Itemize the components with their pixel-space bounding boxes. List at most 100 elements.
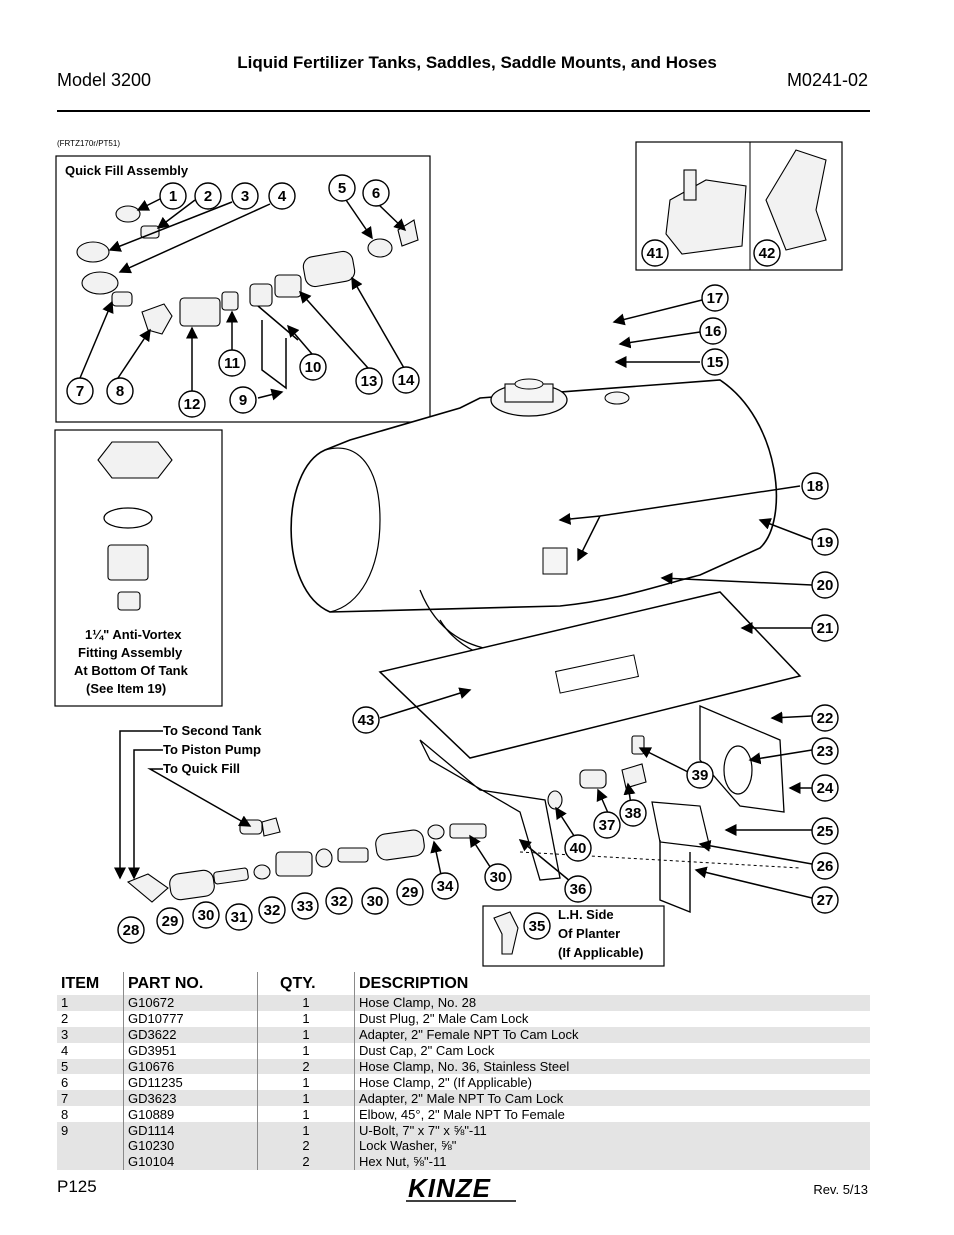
svg-text:29: 29 [402, 884, 419, 901]
saddle-mount-part [665, 179, 747, 255]
table-header-row: ITEM PART NO. QTY. DESCRIPTION [57, 972, 870, 995]
hose-label-second-tank: To Second Tank [163, 723, 262, 738]
callout-20: 20 [811, 571, 839, 599]
svg-text:25: 25 [817, 823, 834, 840]
svg-text:27: 27 [817, 892, 834, 909]
callout-10: 10 [299, 353, 327, 381]
callout-43: 43 [352, 706, 380, 734]
page-number: P125 [57, 1177, 97, 1196]
lh-side-line3: (If Applicable) [558, 945, 643, 960]
header-qty: QTY. [257, 972, 355, 995]
callout-38: 38 [619, 799, 647, 827]
document-number: M0241-02 [786, 70, 868, 90]
callout-9: 9 [229, 386, 257, 414]
header-rule [57, 110, 870, 112]
svg-text:41: 41 [647, 245, 664, 262]
callout-29b: 29 [396, 878, 424, 906]
lh-side-line2: Of Planter [558, 926, 620, 941]
callout-27: 27 [811, 886, 839, 914]
tank-illustration [290, 378, 802, 914]
callout-11: 11 [218, 349, 246, 377]
anti-vortex-line3: At Bottom Of Tank [74, 663, 189, 678]
hose-label-quick-fill: To Quick Fill [163, 761, 240, 776]
svg-text:15: 15 [707, 354, 724, 371]
callout-29a: 29 [156, 907, 184, 935]
hose-label-leaders [114, 730, 252, 880]
header-part-no: PART NO. [123, 972, 258, 995]
callout-13: 13 [355, 367, 383, 395]
svg-text:35: 35 [529, 918, 546, 935]
anti-vortex-line1: 1¼" Anti-Vortex [85, 627, 182, 642]
svg-text:42: 42 [759, 245, 776, 262]
svg-text:17: 17 [707, 290, 724, 307]
callout-36: 36 [564, 875, 592, 903]
svg-text:3: 3 [241, 188, 249, 205]
svg-text:21: 21 [817, 620, 834, 637]
callout-21: 21 [811, 614, 839, 642]
svg-text:30: 30 [198, 907, 215, 924]
center-fittings [547, 735, 647, 810]
callout-41: 41 [641, 239, 669, 267]
parts-diagram: Quick Fill Assembly [54, 141, 843, 967]
callout-22: 22 [811, 704, 839, 732]
svg-text:9: 9 [239, 392, 247, 409]
callout-37: 37 [593, 811, 621, 839]
svg-text:28: 28 [123, 922, 140, 939]
callout-30c: 30 [484, 863, 512, 891]
callout-30b: 30 [361, 887, 389, 915]
svg-text:1: 1 [169, 188, 177, 205]
callout-30a: 30 [192, 901, 220, 929]
callout-labels: 1 2 3 4 5 6 7 8 9 10 11 12 13 14 15 16 1… [66, 174, 839, 944]
svg-text:39: 39 [692, 767, 709, 784]
svg-text:11: 11 [224, 355, 240, 372]
header-item: ITEM [61, 975, 100, 992]
svg-text:29: 29 [162, 913, 179, 930]
saddle-mount-box [635, 141, 843, 271]
page-title: Liquid Fertilizer Tanks, Saddles, Saddle… [237, 53, 717, 72]
quick-fill-title: Quick Fill Assembly [65, 163, 189, 178]
svg-text:13: 13 [361, 373, 378, 390]
kinze-logo: KINZE [406, 1173, 516, 1203]
callout-3: 3 [231, 182, 259, 210]
lh-side-box [482, 905, 665, 967]
saddle-clamp-part [765, 149, 827, 251]
callout-25: 25 [811, 817, 839, 845]
svg-text:8: 8 [116, 383, 124, 400]
callout-28: 28 [117, 916, 145, 944]
callout-12: 12 [178, 390, 206, 418]
svg-text:38: 38 [625, 805, 642, 822]
svg-text:32: 32 [331, 893, 348, 910]
callout-19: 19 [811, 528, 839, 556]
svg-text:30: 30 [367, 893, 384, 910]
quick-fill-parts [76, 205, 419, 390]
svg-text:22: 22 [817, 710, 834, 727]
callout-32b: 32 [325, 887, 353, 915]
svg-text:12: 12 [184, 396, 201, 413]
callout-5: 5 [328, 174, 356, 202]
revision-date: Rev. 5/13 [813, 1182, 868, 1197]
svg-text:16: 16 [705, 323, 722, 340]
anti-vortex-line4: (See Item 19) [86, 681, 166, 696]
svg-text:26: 26 [817, 858, 834, 875]
svg-text:23: 23 [817, 743, 834, 760]
anti-vortex-line2: Fitting Assembly [78, 645, 183, 660]
callout-14: 14 [392, 366, 420, 394]
svg-text:30: 30 [490, 869, 507, 886]
svg-text:33: 33 [297, 898, 314, 915]
callout-24: 24 [811, 774, 839, 802]
svg-text:14: 14 [398, 372, 415, 389]
svg-text:34: 34 [437, 878, 454, 895]
callout-15: 15 [701, 348, 729, 376]
svg-text:40: 40 [570, 840, 587, 857]
svg-text:37: 37 [599, 817, 616, 834]
callout-6: 6 [362, 179, 390, 207]
figure-code: (FRTZ170r/PT51) [57, 139, 120, 148]
svg-text:KINZE: KINZE [408, 1173, 491, 1203]
